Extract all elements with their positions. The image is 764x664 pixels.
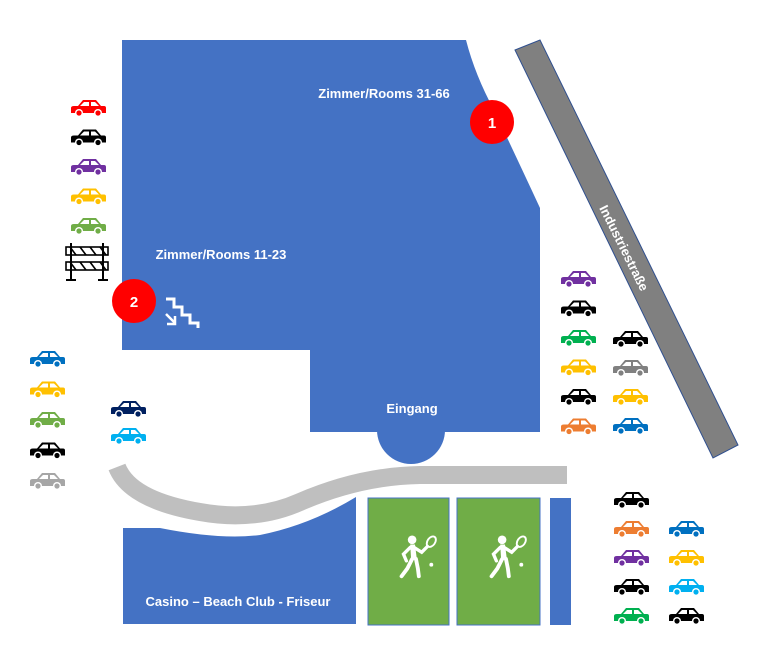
rooms-11-23-label: Zimmer/Rooms 11-23 [156, 247, 287, 262]
parked-car-icon [614, 579, 649, 596]
parked-car-icon [111, 428, 146, 445]
casino-building [123, 497, 356, 624]
parked-car-icon [71, 129, 106, 147]
marker-2[interactable]: 2 [112, 279, 156, 323]
walking-path [108, 463, 567, 525]
tennis-court-1 [367, 497, 450, 626]
parked-car-icon [613, 418, 648, 435]
parked-car-icon [30, 442, 65, 460]
parked-car-icon [30, 412, 65, 429]
parked-car-icon [71, 218, 106, 235]
parked-car-icon [613, 331, 648, 348]
parked-car-icon [614, 521, 649, 538]
parked-car-icon [561, 359, 596, 377]
parked-car-icon [561, 300, 596, 318]
main-building [122, 40, 540, 432]
marker-1[interactable]: 1 [470, 100, 514, 144]
parked-car-icon [111, 401, 146, 418]
casino-label: Casino – Beach Club - Friseur [146, 594, 331, 609]
parked-car-icon [30, 381, 65, 399]
svg-text:2: 2 [130, 294, 138, 311]
parked-car-icon [669, 550, 704, 567]
parked-car-icon [614, 550, 649, 567]
tennis-court-2 [456, 497, 541, 626]
street-road [514, 39, 739, 459]
parked-car-icon [561, 271, 596, 288]
parked-car-icon [561, 418, 596, 436]
parked-car-icon [669, 608, 704, 625]
road-barrier-icon [65, 243, 109, 281]
parked-car-icon [614, 608, 649, 625]
parked-car-icon [613, 360, 648, 377]
stairs-down-icon [165, 297, 200, 328]
parked-car-icon [561, 389, 596, 406]
parked-car-icon [669, 521, 704, 538]
entrance-porch [377, 396, 445, 464]
entrance-label: Eingang [386, 401, 437, 416]
parked-car-icon [30, 351, 65, 368]
parked-car-icon [614, 492, 649, 509]
parked-car-icon [71, 159, 106, 176]
side-building [550, 498, 571, 625]
parked-car-icon [30, 473, 65, 490]
rooms-31-66-label: Zimmer/Rooms 31-66 [318, 86, 450, 101]
parked-car-icon [71, 188, 106, 206]
parked-car-icon [613, 389, 648, 406]
parked-car-icon [561, 330, 596, 347]
svg-text:1: 1 [488, 115, 496, 132]
parked-car-icon [71, 100, 106, 117]
parked-car-icon [669, 579, 704, 596]
